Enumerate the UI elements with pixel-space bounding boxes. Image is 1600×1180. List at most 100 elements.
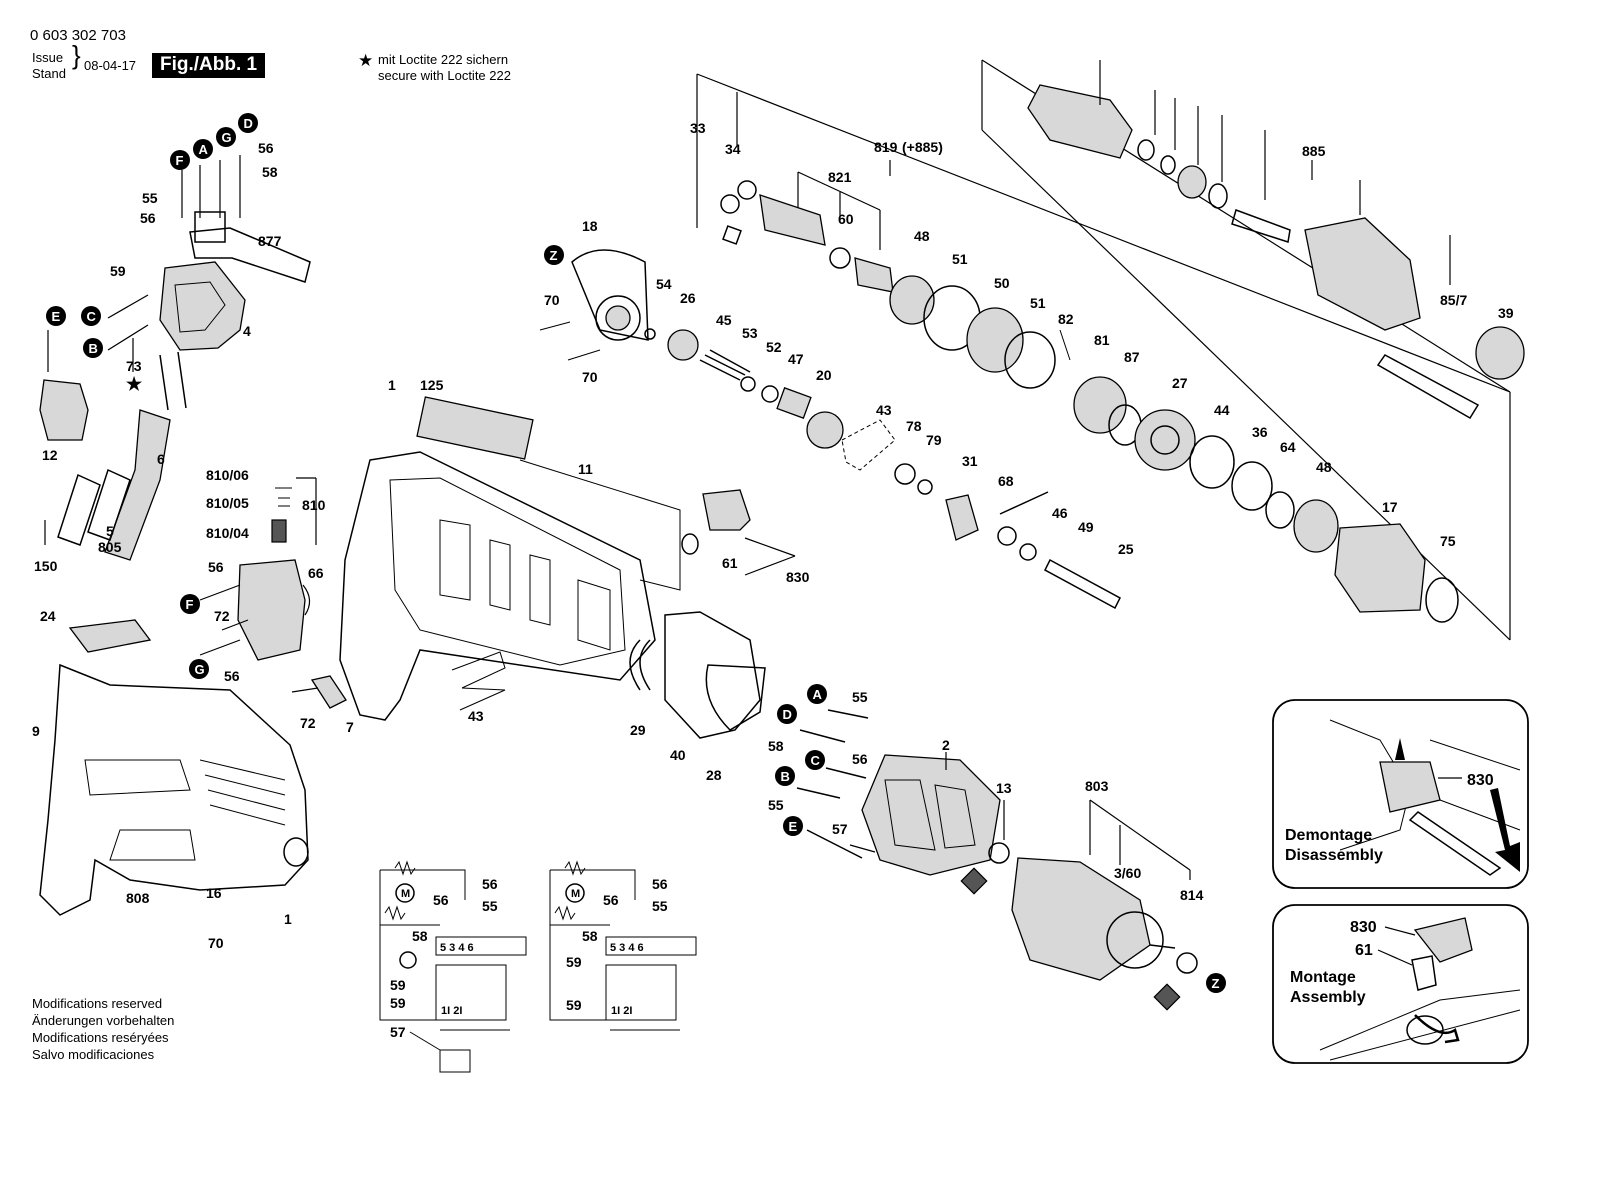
- inset-disassembly-title-en: Disassembly: [1285, 847, 1383, 864]
- callout-75: 75: [1440, 533, 1456, 549]
- stand-label: Stand: [32, 66, 66, 81]
- switch-body-part-4: [159, 261, 246, 351]
- capacitor-part-12: [39, 379, 89, 441]
- figure-label: Fig./Abb. 1: [152, 53, 266, 78]
- marker-b: B: [775, 766, 795, 786]
- brush-holder-part-66: [237, 559, 306, 661]
- callout-810-05: 810/05: [206, 495, 249, 511]
- housing-shell-part-9: [39, 619, 309, 916]
- shaft-part-25: [1044, 558, 1121, 610]
- callout-33: 33: [690, 120, 706, 136]
- callout-5: 5: [106, 523, 114, 539]
- callout-6: 6: [157, 451, 165, 467]
- marker-a: A: [807, 684, 827, 704]
- callout-4: 4: [243, 323, 251, 339]
- svg-text:F: F: [176, 153, 184, 168]
- callout-9: 9: [32, 723, 40, 739]
- spring-part-45: [699, 349, 751, 381]
- callout-48: 48: [1316, 459, 1332, 475]
- armature-part-803: [1011, 857, 1151, 981]
- callout--885-: (+885): [902, 139, 943, 155]
- callout-40: 40: [670, 747, 686, 763]
- inset-assembly-part-61: 61: [1355, 942, 1373, 959]
- callout-34: 34: [725, 141, 741, 157]
- callout-55: 55: [852, 689, 868, 705]
- callout-150: 150: [34, 558, 58, 574]
- callout-66: 66: [308, 565, 324, 581]
- callout-1: 1: [284, 911, 292, 927]
- brush-holder-group: [199, 477, 317, 661]
- callout-50: 50: [994, 275, 1010, 291]
- inset-assembly-part-830: 830: [1350, 919, 1377, 936]
- callout-26: 26: [680, 290, 696, 306]
- cable-sleeve-part-6: [104, 409, 171, 561]
- callout-44: 44: [1214, 402, 1230, 418]
- callout-85-7: 85/7: [1440, 292, 1467, 308]
- svg-text:Z: Z: [550, 248, 558, 263]
- svg-text:B: B: [89, 341, 98, 356]
- inset-disassembly-title-de: Demontage: [1285, 827, 1372, 844]
- wobble-part-20: [806, 411, 844, 449]
- callout-7: 7: [346, 719, 354, 735]
- callout-56: 56: [140, 210, 156, 226]
- callout-61: 61: [722, 555, 738, 571]
- callout-45: 45: [716, 312, 732, 328]
- marker-g: G: [216, 127, 236, 147]
- callout-830: 830: [786, 569, 810, 585]
- marker-c: C: [805, 750, 825, 770]
- lever-part-31: [945, 494, 979, 541]
- svg-text:A: A: [813, 687, 823, 702]
- footer-line-2: Änderungen vorbehalten: [32, 1013, 175, 1028]
- callout-55: 55: [482, 898, 498, 914]
- svg-text:Z: Z: [1212, 976, 1220, 991]
- callout-821: 821: [828, 169, 852, 185]
- svg-text:C: C: [811, 753, 821, 768]
- svg-text:E: E: [52, 309, 61, 324]
- label-part-808: [109, 829, 196, 861]
- inset-assembly-title-de: Montage: [1290, 969, 1356, 986]
- footer-line-4: Salvo modificaciones: [32, 1047, 155, 1062]
- callout-52: 52: [766, 339, 782, 355]
- callout-3-60: 3/60: [1114, 865, 1141, 881]
- callout-70: 70: [208, 935, 224, 951]
- inset-disassembly: Demontage Disassembly 830: [1272, 699, 1529, 889]
- callout-31: 31: [962, 453, 978, 469]
- callout-57: 57: [390, 1024, 406, 1040]
- callout-39: 39: [1498, 305, 1514, 321]
- callout-56: 56: [652, 876, 668, 892]
- callout-49: 49: [1078, 519, 1094, 535]
- callout-810-04: 810/04: [206, 525, 249, 541]
- gasket-group: [629, 611, 766, 739]
- bearing-cover-group: [681, 489, 796, 576]
- svg-text:F: F: [186, 597, 194, 612]
- loctite-note-de: mit Loctite 222 sichern: [378, 52, 509, 67]
- svg-text:E: E: [789, 819, 798, 834]
- switch-actuator-part-877: [189, 227, 311, 283]
- hammer-mechanism-group: [696, 59, 1525, 641]
- callout-87: 87: [1124, 349, 1140, 365]
- loctite-note-en: secure with Loctite 222: [378, 68, 511, 83]
- callout-59: 59: [566, 997, 582, 1013]
- star-icon-73: ★: [126, 374, 143, 394]
- callout-54: 54: [656, 276, 672, 292]
- tool-holder-part-17: [1334, 523, 1426, 613]
- motor-group: [796, 709, 1198, 1011]
- callout-885: 885: [1302, 143, 1326, 159]
- callout-56: 56: [852, 751, 868, 767]
- callout-28: 28: [706, 767, 722, 783]
- svg-text:C: C: [87, 309, 97, 324]
- cover-part-18: [571, 249, 649, 341]
- callout-56: 56: [433, 892, 449, 908]
- callout-55: 55: [142, 190, 158, 206]
- footer-line-1: Modifications reserved: [32, 996, 163, 1011]
- part-number: 0 603 302 703: [30, 27, 126, 44]
- callout-72: 72: [300, 715, 316, 731]
- callout-819: 819: [874, 139, 898, 155]
- callout-58: 58: [262, 164, 278, 180]
- svg-text:A: A: [199, 142, 209, 157]
- switch-labels-right: 1I 2I: [611, 1005, 632, 1017]
- callout-814: 814: [1180, 887, 1204, 903]
- gear-train-group: [539, 249, 979, 541]
